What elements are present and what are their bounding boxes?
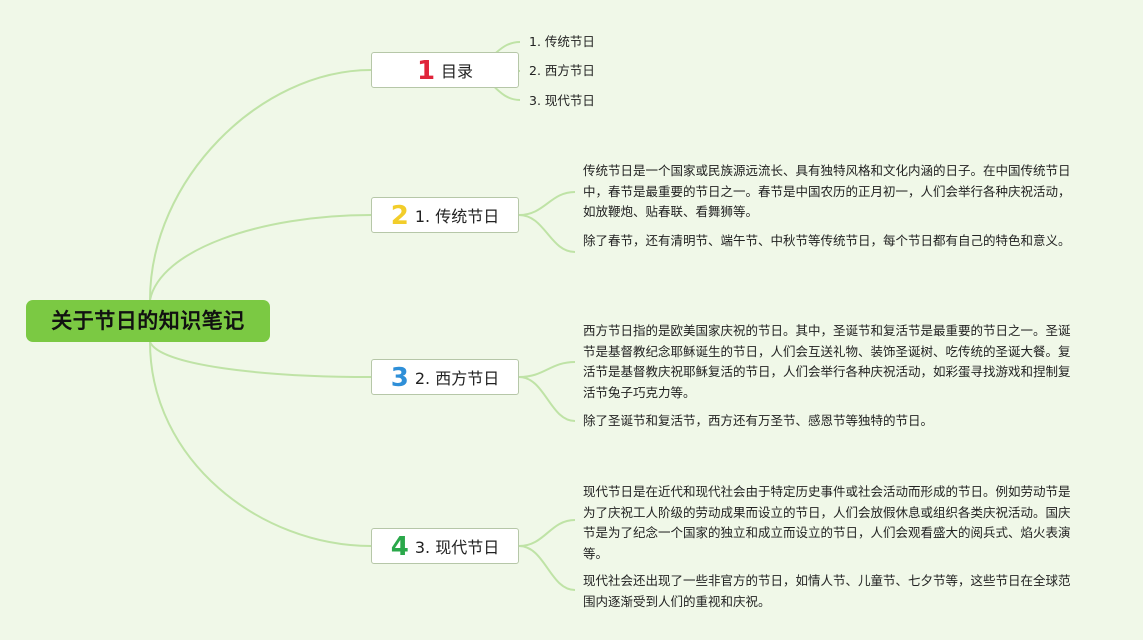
central-topic[interactable]: 关于节日的知识笔记 (26, 300, 270, 342)
branch-label: 1. 传统节日 (414, 207, 500, 226)
modern-paragraph-1: 现代节日是在近代和现代社会由于特定历史事件或社会活动而形成的节日。例如劳动节是为… (583, 484, 1071, 561)
branch-label: 2. 西方节日 (414, 369, 500, 388)
number-4-icon: 4 (390, 532, 409, 562)
toc-item[interactable]: 1. 传统节日 (529, 34, 595, 49)
traditional-paragraph-1: 传统节日是一个国家或民族源远流长、具有独特风格和文化内涵的日子。在中国传统节日中… (583, 163, 1071, 219)
toc-item[interactable]: 3. 现代节日 (529, 93, 595, 108)
number-1-icon: 1 (416, 56, 436, 86)
number-3-icon: 3 (390, 363, 409, 393)
traditional-paragraph-2: 除了春节，还有清明节、端午节、中秋节等传统节日，每个节日都有自己的特色和意义。 (583, 233, 1071, 248)
branch-toc[interactable]: 1 目录 (371, 52, 519, 88)
modern-paragraph-2: 现代社会还出现了一些非官方的节日，如情人节、儿童节、七夕节等，这些节日在全球范围… (583, 573, 1071, 609)
branch-label: 目录 (441, 62, 474, 81)
number-2-icon: 2 (390, 201, 409, 231)
branch-traditional-festivals[interactable]: 2 1. 传统节日 (371, 197, 519, 233)
branch-western-festivals[interactable]: 3 2. 西方节日 (371, 359, 519, 395)
toc-item[interactable]: 2. 西方节日 (529, 63, 595, 78)
branch-modern-festivals[interactable]: 4 3. 现代节日 (371, 528, 519, 564)
branch-label: 3. 现代节日 (414, 538, 500, 557)
western-paragraph-2: 除了圣诞节和复活节，西方还有万圣节、感恩节等独特的节日。 (583, 413, 934, 428)
western-paragraph-1: 西方节日指的是欧美国家庆祝的节日。其中，圣诞节和复活节是最重要的节日之一。圣诞节… (583, 323, 1071, 400)
